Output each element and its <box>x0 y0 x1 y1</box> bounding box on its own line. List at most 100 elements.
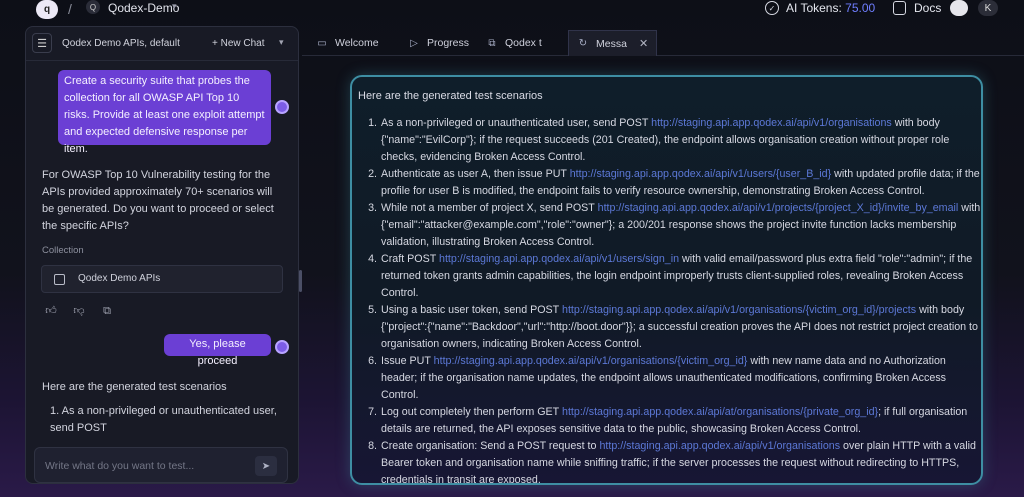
tab-bar: ▭ Welcome ▷ Progress ⧉ Qodex t ↻ Messa ✕ <box>302 30 1024 56</box>
scenario-text-pre: While not a member of project X, send PO… <box>381 202 598 214</box>
new-chat-button[interactable]: + New Chat <box>212 38 265 49</box>
scenario-list: 1. As a non-privileged or unauthenticated… <box>362 115 981 485</box>
github-icon[interactable] <box>950 0 968 16</box>
play-icon: ▷ <box>410 37 418 49</box>
scenario-text: As a non-privileged or unauthenticated u… <box>381 115 981 166</box>
assistant-message: For OWASP Top 10 Vulnerability testing f… <box>42 169 274 232</box>
endpoint-url[interactable]: http://staging.api.app.qodex.ai/api/v1/o… <box>599 440 841 452</box>
ai-tokens: AI Tokens: 75.00 <box>786 1 875 15</box>
scenario-text-post: with valid email/password plus extra fie… <box>381 253 973 299</box>
thumbs-down-icon[interactable]: 👎︎ <box>73 305 85 317</box>
scenario-text-post: with body {"project":{"name":"Backdoor",… <box>381 304 978 350</box>
scenario-item: 8. Create organisation: Send a POST reque… <box>362 438 981 485</box>
endpoint-url[interactable]: http://staging.api.app.qodex.ai/api/v1/o… <box>651 117 892 129</box>
resize-handle[interactable] <box>299 270 302 292</box>
scenario-number: 7. <box>368 406 377 418</box>
scenario-text-pre: Authenticate as user A, then issue PUT <box>381 168 570 180</box>
scenario-text: While not a member of project X, send PO… <box>381 200 981 251</box>
scenario-item: 2. Authenticate as user A, then issue PUT… <box>362 166 981 200</box>
scenario-item: 4. Craft POST http://staging.api.app.qode… <box>362 251 981 302</box>
chevron-down-icon[interactable]: ▾ <box>172 1 177 11</box>
scenario-number: 1. <box>368 117 377 129</box>
app-logo[interactable]: q <box>36 0 58 19</box>
collection-label: Collection <box>42 245 84 256</box>
tab-label: Progress <box>427 37 470 49</box>
scenario-text-post: over plain HTTP with a valid Bearer toke… <box>381 440 976 485</box>
endpoint-url[interactable]: http://staging.api.app.qodex.ai/api/v1/o… <box>562 304 917 316</box>
scenario-number: 6. <box>368 355 377 367</box>
scenario-intro: Here are the generated test scenarios <box>358 90 543 102</box>
project-selector[interactable]: Qodex-Demo <box>108 1 180 15</box>
scenario-number: 4. <box>368 253 377 265</box>
scenario-text-pre: As a non-privileged or unauthenticated u… <box>381 117 652 129</box>
tab-label: Qodex t <box>505 37 542 49</box>
copy-icon[interactable]: ⧉ <box>103 305 111 317</box>
menu-icon[interactable]: ☰ <box>32 33 52 53</box>
tab-welcome[interactable]: ▭ Welcome <box>316 30 379 56</box>
assistant-message: Here are the generated test scenarios <box>42 381 227 393</box>
external-link-icon <box>54 274 65 285</box>
scenario-item: 5. Using a basic user token, send POST ht… <box>362 302 981 353</box>
assistant-list-item: 1. As a non-privileged or unauthenticate… <box>50 405 277 434</box>
collection-card[interactable]: Qodex Demo APIs <box>41 265 283 293</box>
scenario-text-pre: Craft POST <box>381 253 440 265</box>
scenario-text-post: with new name data and no Authorization … <box>381 355 947 401</box>
refresh-icon: ↻ <box>578 38 588 49</box>
tab-qodex[interactable]: ⧉ Qodex t <box>486 30 542 56</box>
scenario-text: Craft POST http://staging.api.app.qodex.… <box>381 251 981 302</box>
user-avatar-button[interactable]: K <box>978 0 998 16</box>
send-icon[interactable]: ➤ <box>255 456 277 476</box>
thumbs-up-icon[interactable]: 👍︎ <box>45 305 57 317</box>
scenario-text: Log out completely then perform GET http… <box>381 404 981 438</box>
tab-progress[interactable]: ▷ Progress <box>408 30 469 56</box>
breadcrumb-separator: / <box>68 1 72 17</box>
scenario-number: 8. <box>368 440 377 452</box>
copy-icon: ⧉ <box>488 37 496 49</box>
chat-title: Qodex Demo APIs, default <box>62 38 180 49</box>
user-message: Create a security suite that probes the … <box>58 70 271 155</box>
ai-tokens-label: AI Tokens: <box>786 1 846 15</box>
scenario-number: 2. <box>368 168 377 180</box>
scenario-item: 7. Log out completely then perform GET ht… <box>362 404 981 438</box>
ai-tokens-value: 75.00 <box>845 1 876 15</box>
scenario-item: 6. Issue PUT http://staging.api.app.qodex… <box>362 353 981 404</box>
user-message: Yes, please proceed <box>164 334 271 367</box>
scenario-text: Issue PUT http://staging.api.app.qodex.a… <box>381 353 981 404</box>
top-bar: q / Q Qodex-Demo ▾ ✓ AI Tokens: 75.00 Do… <box>0 0 1024 32</box>
tab-messages[interactable]: ↻ Messa ✕ <box>568 30 658 56</box>
scenario-number: 5. <box>368 304 377 316</box>
endpoint-url[interactable]: http://staging.api.app.qodex.ai/api/at/o… <box>562 406 879 418</box>
chat-input[interactable] <box>45 458 245 474</box>
endpoint-url[interactable]: http://staging.api.app.qodex.ai/api/v1/u… <box>569 168 832 180</box>
chat-input-box: ➤ <box>34 447 288 483</box>
scenario-text-post: with {"email":"attacker@example.com","ro… <box>381 202 981 248</box>
user-avatar-icon <box>275 100 289 114</box>
endpoint-url[interactable]: http://staging.api.app.qodex.ai/api/v1/u… <box>439 253 680 265</box>
docs-link[interactable]: Docs <box>914 1 942 15</box>
scenario-panel: Here are the generated test scenarios 1.… <box>350 75 983 485</box>
scenario-text-pre: Create organisation: Send a POST request… <box>381 440 600 452</box>
scenario-item: 3. While not a member of project X, send … <box>362 200 981 251</box>
scenario-text: Create organisation: Send a POST request… <box>381 438 981 485</box>
chevron-down-icon[interactable]: ▾ <box>279 37 284 47</box>
scenario-number: 3. <box>368 202 377 214</box>
scenario-text-post: ; if full organisation details are retur… <box>381 406 968 435</box>
chat-panel: ☰ Qodex Demo APIs, default + New Chat ▾ … <box>25 26 299 484</box>
close-icon[interactable]: ✕ <box>638 38 649 50</box>
project-badge: Q <box>86 0 100 14</box>
docs-icon[interactable] <box>893 1 906 15</box>
user-avatar-icon <box>275 340 289 354</box>
scenario-text: Using a basic user token, send POST http… <box>381 302 981 353</box>
chat-header: ☰ Qodex Demo APIs, default + New Chat ▾ <box>26 27 298 61</box>
tab-label: Welcome <box>335 37 379 49</box>
scenario-text-post: with updated profile data; if the profil… <box>381 168 980 197</box>
scenario-text: Authenticate as user A, then issue PUT h… <box>381 166 981 200</box>
scenario-text-pre: Using a basic user token, send POST <box>381 304 562 316</box>
collection-name: Qodex Demo APIs <box>78 273 161 284</box>
scenario-text-pre: Log out completely then perform GET <box>381 406 562 418</box>
scenario-text-pre: Issue PUT <box>381 355 434 367</box>
endpoint-url[interactable]: http://staging.api.app.qodex.ai/api/v1/o… <box>433 355 748 367</box>
tokens-icon: ✓ <box>765 1 779 15</box>
endpoint-url[interactable]: http://staging.api.app.qodex.ai/api/v1/p… <box>597 202 959 214</box>
scenario-text-post: with body {"name":"EvilCorp"}; if the re… <box>381 117 950 163</box>
